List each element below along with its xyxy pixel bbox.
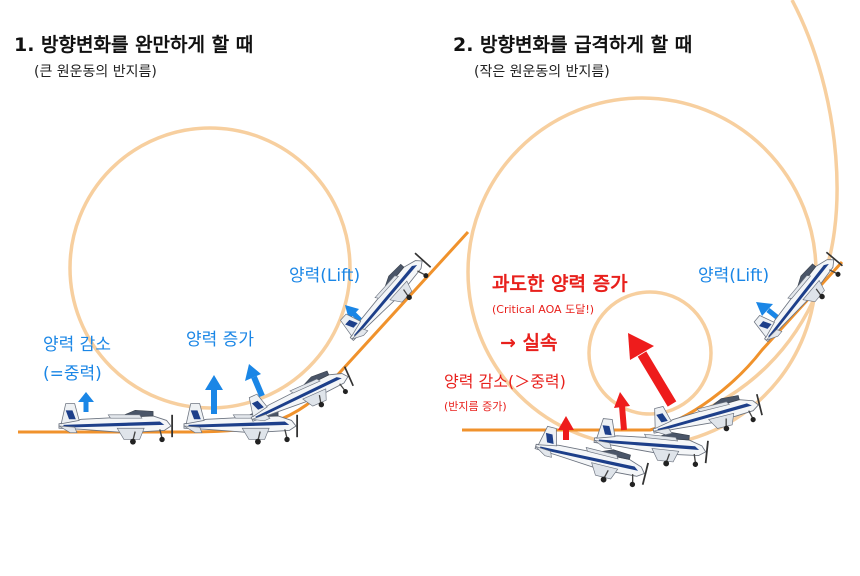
label-lift-increase: 양력 증가 — [186, 330, 254, 350]
airplane-icon — [749, 244, 849, 353]
lift-arrow-icon — [245, 364, 265, 398]
panel1-title: 1. 방향변화를 완만하게 할 때 — [14, 34, 254, 56]
circle-small — [587, 290, 713, 416]
label-lift-1: 양력(Lift) — [289, 266, 361, 286]
lift-arrow-icon — [756, 302, 780, 320]
airplane-icon — [530, 423, 652, 493]
circle-large — [68, 126, 352, 410]
label-excess-lift: 과도한 양력 증가 — [492, 273, 628, 295]
label-lift-2: 양력(Lift) — [698, 266, 770, 286]
label-radius-increase: (반지름 증가) — [444, 400, 507, 413]
lift-arrow-icon — [205, 375, 223, 414]
lift-arrow-icon — [614, 392, 630, 431]
label-critical-aoa: (Critical AOA 도달!) — [492, 303, 595, 316]
panel2-subtitle: (작은 원운동의 반지름) — [474, 64, 610, 80]
panel1-subtitle: (큰 원운동의 반지름) — [34, 64, 157, 80]
circle-spiral — [699, 0, 839, 414]
label-stall: → 실속 — [500, 332, 558, 354]
airplane-icon — [58, 402, 174, 446]
lift-arrow-icon — [78, 392, 94, 412]
label-lift-decrease-2: 양력 감소(＞중력) — [444, 372, 566, 391]
label-lift-decrease: 양력 감소 — [43, 335, 111, 355]
lift-arrow-icon — [558, 416, 574, 440]
panel2-title: 2. 방향변화를 급격하게 할 때 — [453, 34, 693, 56]
label-equals-gravity: (=중력) — [43, 364, 102, 384]
lift-arrow-icon — [628, 333, 677, 407]
